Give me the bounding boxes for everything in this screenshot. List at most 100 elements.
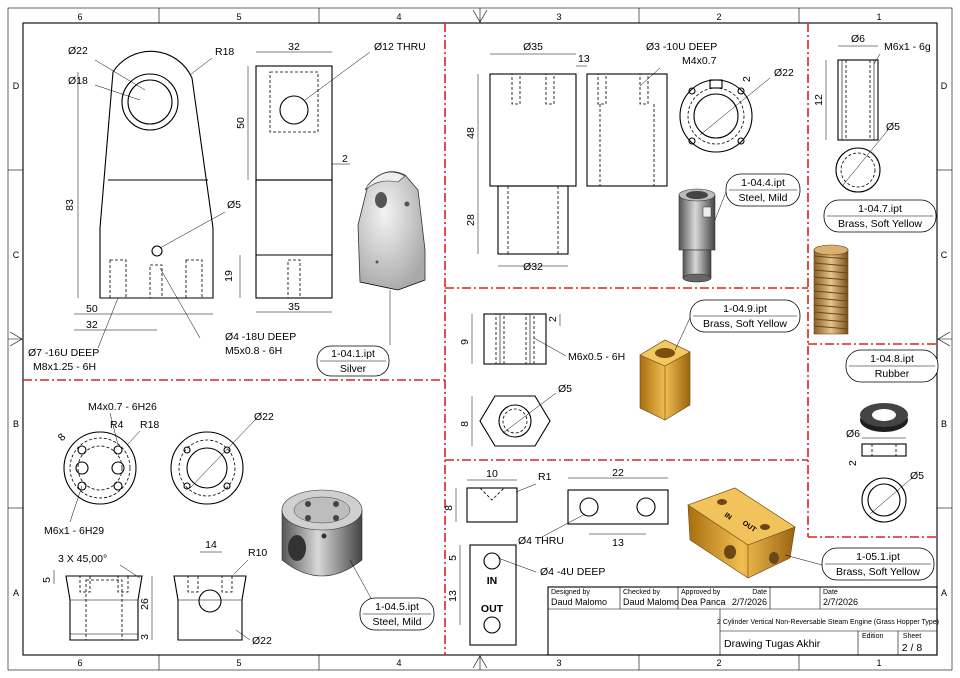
part-1-05-1: 10 R1 8 22 13 Ø4 THRU IN OUT 5 13 Ø4 -4U… <box>443 467 935 646</box>
part-1-04-5: M4x0.7 - 6H26 R4 R18 8 M6x1 - 6H29 Ø22 3… <box>41 401 435 647</box>
cap-iso-view <box>281 489 373 601</box>
dim-t2: 2 <box>741 76 753 82</box>
label-in-iso: IN <box>723 512 733 522</box>
tb-checked-by: Daud Malomo <box>623 597 679 607</box>
part-material-1-04-1: Silver <box>340 363 367 375</box>
threaded-rod-iso <box>813 244 849 335</box>
tb-edition-label: Edition <box>862 633 884 640</box>
dim-h3-1045: 3 <box>139 634 151 640</box>
cap-side-view: 14 R10 Ø22 <box>173 539 272 647</box>
cap-front-view: M4x0.7 - 6H26 R4 R18 8 M6x1 - 6H29 <box>44 401 159 537</box>
row-left-d: D <box>13 81 20 91</box>
dim-h5-1045: 5 <box>41 577 53 583</box>
part-1-04-4: Ø35 48 28 Ø32 13 Ø3 -10U DEEP M4x0.7 <box>465 41 801 283</box>
tap1-deep: Ø4 -18U DEEP <box>225 331 296 343</box>
cap-section-view: 3 X 45,00° 5 26 3 <box>41 553 153 641</box>
col-bot-6: 6 <box>77 658 82 668</box>
dim-w13-1051: 13 <box>612 537 624 549</box>
dim-r1-1051: R1 <box>538 471 552 483</box>
col-top-1: 1 <box>876 12 881 22</box>
part-file-1-04-7: 1-04.7.ipt <box>858 203 902 215</box>
row-right-a: A <box>941 588 947 598</box>
dim-d6-1047: Ø6 <box>851 33 865 45</box>
dim-thread2-1045: M6x1 - 6H29 <box>44 525 104 537</box>
zone-dividers <box>23 23 937 655</box>
dim-thread: M4x0.7 <box>682 55 717 67</box>
rubber-ring-iso <box>860 403 908 432</box>
dim-h26-1045: 26 <box>139 598 151 610</box>
dim-h5-1051: 5 <box>447 555 459 561</box>
col-top-6: 6 <box>77 12 82 22</box>
part-material-1-04-7: Brass, Soft Yellow <box>838 218 922 230</box>
tap2-deep: Ø7 -16U DEEP <box>28 347 99 359</box>
tb-checked-label: Checked by <box>623 589 660 596</box>
dim-t2-1048: 2 <box>847 460 859 466</box>
tap1-thread: M5x0.8 - 6H <box>225 345 282 357</box>
part-1-04-8: 1-04.8.ipt Rubber Ø6 2 Ø5 <box>845 349 939 523</box>
dim-h12-1047: 12 <box>813 94 825 106</box>
dim-d-inner: Ø18 <box>68 75 88 87</box>
callout-1-05-1: 1-05.1.ipt Brass, Soft Yellow <box>784 547 935 581</box>
part-file-1-04-1: 1-04.1.ipt <box>331 348 375 360</box>
part-material-1-04-4: Steel, Mild <box>738 192 787 204</box>
part-file-1-04-4: 1-04.4.ipt <box>741 177 785 189</box>
dim-chamfer-1045: 3 X 45,00° <box>58 553 107 565</box>
dim-h8-1049: 8 <box>459 421 471 427</box>
dim-h19: 19 <box>223 270 235 282</box>
row-left-c: C <box>13 250 20 260</box>
dim-h48: 48 <box>465 127 477 139</box>
dim-d22: Ø22 <box>774 67 794 79</box>
callout-1-04-1: 1-04.1.ipt Silver <box>316 345 390 377</box>
dim-w50: 50 <box>86 303 98 315</box>
tb-designed-by: Daud Malomo <box>551 597 607 607</box>
callout-1-04-4: 1-04.4.ipt Steel, Mild <box>714 173 801 221</box>
col-bot-5: 5 <box>236 658 241 668</box>
tb-approved-by: Dea Panca <box>681 597 726 607</box>
tb-approved-label: Approved by <box>681 589 721 596</box>
label-out-2d: OUT <box>481 603 504 615</box>
dim-d35: Ø35 <box>523 41 543 53</box>
dim-w32: 32 <box>86 319 98 331</box>
dim-deep: Ø3 -10U DEEP <box>646 41 717 53</box>
part-1-04-1: 83 50 32 Ø22 Ø18 R18 Ø5 Ø4 -18U DEEP M5x… <box>28 41 426 377</box>
row-right-c: C <box>941 250 948 260</box>
dim-d5-1048: Ø5 <box>910 470 924 482</box>
bracket-front-view: 83 50 32 Ø22 Ø18 R18 Ø5 Ø4 -18U DEEP M5x… <box>28 45 296 373</box>
dim-w13: 13 <box>578 53 590 65</box>
cylinder-iso-view <box>678 188 716 283</box>
dim-h28: 28 <box>465 214 477 226</box>
dim-h8-1051: 8 <box>443 505 455 511</box>
block-iso-view: IN OUT <box>687 487 796 579</box>
tb-drawing-title: Drawing Tugas Akhir <box>724 638 821 650</box>
dim-thread-1049: M6x0.5 - 6H <box>568 351 625 363</box>
cylinder-side-view: 13 Ø3 -10U DEEP M4x0.7 <box>576 41 717 187</box>
dim-d32: Ø32 <box>523 261 543 273</box>
title-block: Designed by Daud Malomo Checked by Daud … <box>547 586 939 656</box>
tb-designed-label: Designed by <box>551 589 590 596</box>
dim-h13-1051: 13 <box>447 590 459 602</box>
col-bot-2: 2 <box>716 658 721 668</box>
dim-r10-1045: R10 <box>248 547 267 559</box>
dim-d5-1047: Ø5 <box>886 121 900 133</box>
dim-h9-1049: 9 <box>459 339 471 345</box>
row-left-a: A <box>13 588 19 598</box>
part-file-1-04-9: 1-04.9.ipt <box>723 303 767 315</box>
dim-thru-1051: Ø4 THRU <box>518 535 564 547</box>
zone-ticks <box>8 8 952 670</box>
dim-d-outer: Ø22 <box>68 45 88 57</box>
tb-sheet: 2 / 8 <box>902 642 923 654</box>
cap-top-view: Ø22 <box>170 411 274 505</box>
part-file-1-04-5: 1-04.5.ipt <box>375 601 419 613</box>
cylinder-front-view: Ø35 48 28 Ø32 <box>465 41 577 273</box>
tap2-thread: M8x1.25 - 6H <box>33 361 96 373</box>
tb-date-label: Date <box>752 589 767 596</box>
dim-t2-1049: 2 <box>547 316 559 322</box>
dim-w22-1051: 22 <box>612 467 624 479</box>
dim-thread-1047: M6x1 - 6g <box>884 41 931 53</box>
col-top-3: 3 <box>556 12 561 22</box>
tb-date2-label: Date <box>823 589 838 596</box>
row-left-b: B <box>13 419 19 429</box>
col-bot-3: 3 <box>556 658 561 668</box>
center-marks <box>8 8 952 670</box>
